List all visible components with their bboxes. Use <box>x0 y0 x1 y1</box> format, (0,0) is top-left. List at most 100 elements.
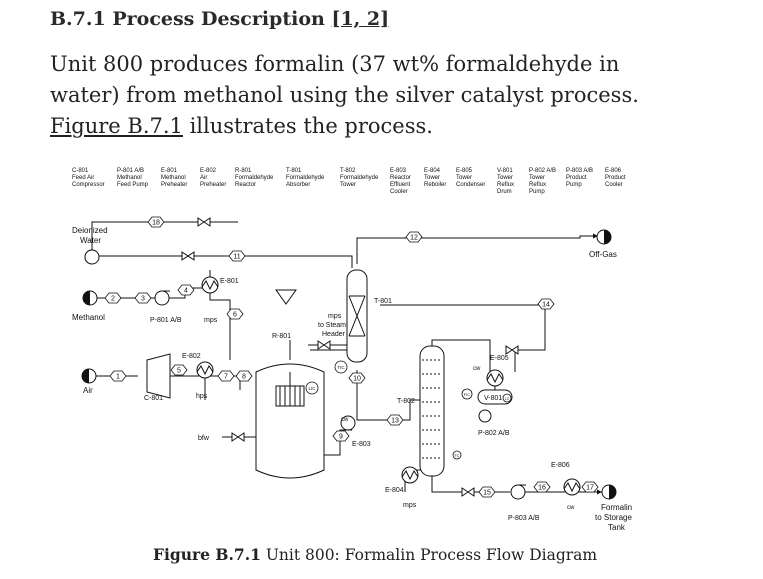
e802-exchanger[interactable] <box>196 361 214 379</box>
e801-tube <box>201 280 219 291</box>
deionized-label-1: Deionized <box>72 226 108 235</box>
lic-label: LIC <box>308 386 316 391</box>
fic-controller[interactable] <box>461 388 473 400</box>
valve-14[interactable] <box>505 345 519 355</box>
figure-caption: Figure B.7.1 Unit 800: Formalin Process … <box>153 545 597 564</box>
stream-11-label: 11 <box>233 254 240 261</box>
stream-5-marker <box>170 364 188 376</box>
controllers: TIC LIC FIC LC FC <box>305 360 512 460</box>
stream-10-marker <box>348 372 366 384</box>
caption-text: Unit 800: Formalin Process Flow Diagram <box>260 546 598 564</box>
t801-packing <box>348 295 366 337</box>
stream-17-label: 17 <box>586 485 594 492</box>
valve-mps[interactable] <box>317 340 331 350</box>
description-text-end: illustrates the process. <box>182 114 433 138</box>
valve-bfw[interactable] <box>231 432 245 442</box>
stream-7-label: 7 <box>224 374 228 381</box>
lic-controller[interactable] <box>305 381 319 395</box>
tag-c801: C-801 <box>144 395 163 402</box>
t802-trays <box>422 359 442 459</box>
stream-13-marker <box>386 414 404 426</box>
e806-tube <box>563 482 581 493</box>
valve-safety[interactable] <box>275 289 297 305</box>
stream-14-label: 14 <box>542 302 550 309</box>
stream-6-label: 6 <box>233 312 237 319</box>
mps-label-e804: mps <box>403 502 417 509</box>
stream-11-marker <box>228 250 246 262</box>
fc-controller[interactable] <box>452 450 462 460</box>
tic-controller[interactable] <box>334 360 348 374</box>
formalin-label-3: Tank <box>608 523 626 532</box>
p802-pump[interactable] <box>478 409 492 423</box>
tag-p801: P-801 A/B <box>150 317 182 324</box>
formalin-sink-fill <box>609 485 616 499</box>
valve-18[interactable] <box>197 217 211 227</box>
stream-7-marker <box>217 370 235 382</box>
stream-17-marker <box>581 481 599 493</box>
to-steam-label-2: to Steam <box>318 322 346 329</box>
r801-reactor[interactable] <box>255 363 325 479</box>
formalin-label-1: Formalin <box>601 503 632 512</box>
bfw-label: bfw <box>198 435 210 442</box>
cw-label-e806: cw <box>567 505 575 511</box>
stream-2-marker <box>104 292 122 304</box>
stream-16-label: 16 <box>538 485 546 492</box>
stream-9-label: 9 <box>339 434 343 441</box>
to-steam-label-3: Header <box>322 331 346 338</box>
methanol-source-fill <box>83 291 90 305</box>
stream-12-marker <box>405 231 423 243</box>
hps-label: hps <box>196 393 208 400</box>
r801-bed-lines <box>279 386 301 406</box>
e806-cooler[interactable] <box>563 478 581 496</box>
tag-t802: T-802 <box>397 398 415 405</box>
stream-8-marker <box>235 370 253 382</box>
t802-tower[interactable] <box>419 345 445 477</box>
stream-10-label: 10 <box>353 376 361 383</box>
stream-4-marker <box>177 284 195 296</box>
tag-e805: E-805 <box>490 355 509 362</box>
e804-reboiler[interactable] <box>401 466 419 484</box>
c801-compressor[interactable] <box>146 353 171 399</box>
cw-label-e803: cw <box>341 417 349 423</box>
stream-9-marker <box>332 430 350 442</box>
formalin-label-2: to Storage <box>595 513 632 522</box>
e801-exchanger[interactable] <box>201 276 219 294</box>
valve-product[interactable] <box>461 487 475 497</box>
p803-pump[interactable] <box>510 484 526 500</box>
fc-label: FC <box>455 454 460 458</box>
stream-3-label: 3 <box>141 296 145 303</box>
e804-tube <box>401 470 419 481</box>
equipment <box>81 217 617 500</box>
to-steam-label-1: mps <box>328 313 342 320</box>
e805-condenser[interactable] <box>486 369 504 387</box>
caption-label: Figure B.7.1 <box>153 545 261 564</box>
tag-e801: E-801 <box>220 278 239 285</box>
tic-label: TIC <box>337 365 345 370</box>
stream-6-marker <box>226 308 244 320</box>
stream-15-marker <box>478 486 496 498</box>
process-lines <box>91 221 602 495</box>
section-title: Process Description <box>112 8 325 30</box>
figure-link[interactable]: Figure B.7.1 <box>50 114 183 138</box>
stream-13-label: 13 <box>391 418 399 425</box>
tag-v801: V-801 <box>484 395 502 402</box>
e803-cooler[interactable] <box>340 415 356 431</box>
air-source-fill <box>82 369 89 383</box>
section-references[interactable]: [1, 2] <box>331 8 390 30</box>
lc-controller[interactable] <box>502 393 512 403</box>
lc-label: LC <box>505 397 510 401</box>
valve-11[interactable] <box>181 251 195 261</box>
off-gas-label: Off-Gas <box>589 250 617 259</box>
cw-label-e805: cw <box>473 366 481 372</box>
process-description: Unit 800 produces formalin (37 wt% forma… <box>50 49 690 142</box>
p801-pump[interactable] <box>154 290 170 306</box>
